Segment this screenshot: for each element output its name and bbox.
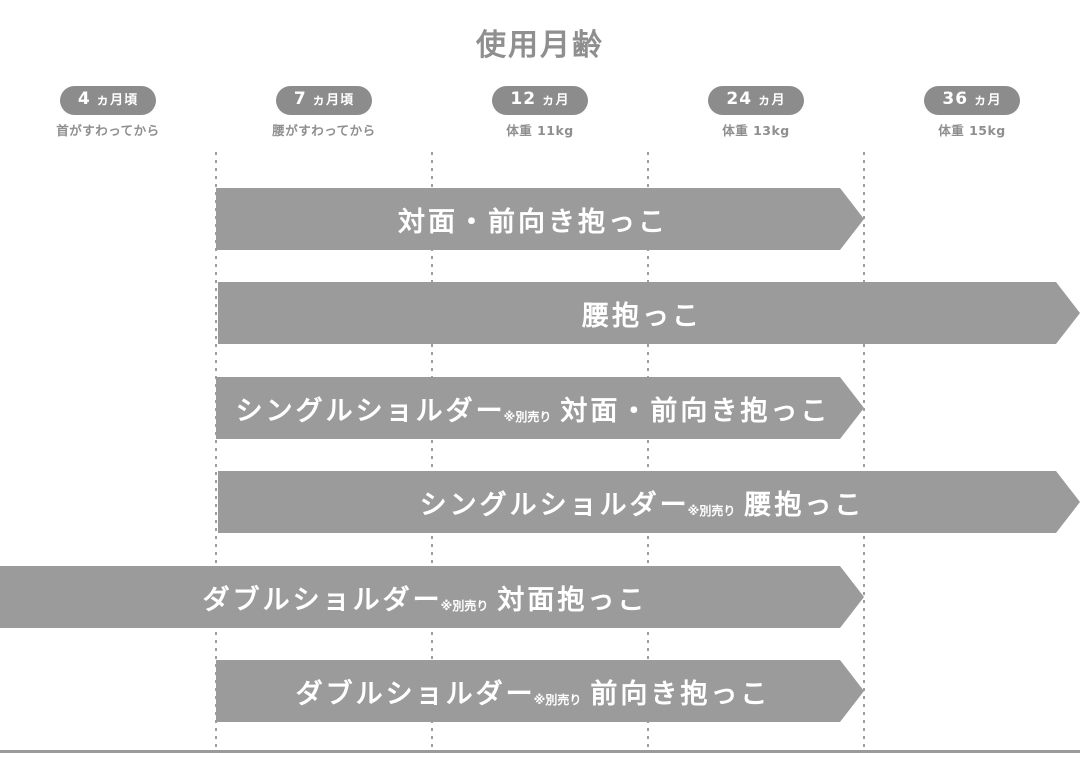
page-title: 使用月齢 [476, 28, 604, 63]
bar-label-tail: 前向き抱っこ [590, 678, 771, 710]
axis-tick-unit: ヵ月 [752, 93, 786, 108]
gridline-1 [215, 152, 217, 750]
bar-label-main: ダブルショルダー [295, 678, 536, 710]
axis-tick-3: 12 ヵ月体重 11kg [440, 86, 640, 139]
bar-label-note: ※別売り [440, 598, 489, 613]
bar-shape [218, 282, 1080, 344]
axis-tick-5: 36 ヵ月体重 15kg [872, 86, 1072, 139]
bar-label-main: シングルショルダー [235, 395, 506, 427]
axis-tick-value: 4 [77, 89, 91, 109]
axis-tick-sublabel: 首がすわってから [56, 123, 160, 139]
bar-row: ダブルショルダー※別売り対面抱っこ [0, 566, 864, 628]
axis-tick-2: 7 ヵ月頃腰がすわってから [224, 86, 424, 139]
bar-row: 対面・前向き抱っこ [216, 188, 864, 250]
axis-tick-value: 12 [510, 89, 537, 109]
bar-label-main: 腰抱っこ [582, 300, 702, 332]
axis-tick-value: 7 [293, 89, 307, 109]
bar-label: 対面・前向き抱っこ [398, 200, 682, 239]
axis-tick-unit: ヵ月 [968, 93, 1002, 108]
bar-label: シングルショルダー※別売り対面・前向き抱っこ [236, 389, 845, 428]
axis-tick-pill: 36 ヵ月 [924, 86, 1020, 116]
gridline-2 [431, 152, 433, 750]
axis-tick-sublabel: 体重 13kg [722, 123, 790, 139]
axis-tick-pill: 24 ヵ月 [708, 86, 804, 116]
bar-label-note: ※別売り [503, 409, 552, 424]
bar-row: シングルショルダー※別売り対面・前向き抱っこ [216, 377, 864, 439]
bar-label: シングルショルダー※別売り腰抱っこ [420, 483, 879, 522]
axis-tick-unit: ヵ月 [536, 93, 570, 108]
bar-label: ダブルショルダー※別売り前向き抱っこ [296, 672, 785, 711]
axis-tick-1: 4 ヵ月頃首がすわってから [8, 86, 208, 139]
bar-row: 腰抱っこ [218, 282, 1080, 344]
gridline-3 [647, 152, 649, 750]
axis-tick-pill: 12 ヵ月 [492, 86, 588, 116]
bar-row: ダブルショルダー※別売り前向き抱っこ [216, 660, 864, 722]
bar-shape [216, 377, 864, 439]
bar-label-main: ダブルショルダー [202, 584, 443, 616]
bar-shape [216, 188, 864, 250]
axis-tick-sublabel: 体重 11kg [506, 123, 574, 139]
bar-shape [216, 660, 864, 722]
bottom-rule [0, 750, 1080, 753]
axis-tick-sublabel: 腰がすわってから [272, 123, 376, 139]
axis-tick-unit: ヵ月頃 [90, 93, 139, 108]
axis-tick-sublabel: 体重 15kg [938, 123, 1006, 139]
bar-row: シングルショルダー※別売り腰抱っこ [218, 471, 1080, 533]
axis-tick-value: 24 [726, 89, 753, 109]
bar-label-note: ※別売り [533, 692, 582, 707]
bar-label-tail: 対面抱っこ [497, 584, 648, 616]
axis-tick-pill: 4 ヵ月頃 [59, 86, 157, 116]
bar-label: ダブルショルダー※別売り対面抱っこ [203, 578, 662, 617]
bar-label-note: ※別売り [687, 503, 736, 518]
bar-label-main: シングルショルダー [419, 489, 690, 521]
bar-label-main: 対面・前向き抱っこ [398, 206, 668, 238]
bar-label-tail: 対面・前向き抱っこ [560, 395, 831, 427]
axis-tick-pill: 7 ヵ月頃 [275, 86, 373, 116]
bar-label: 腰抱っこ [582, 294, 716, 333]
axis-tick-value: 36 [942, 89, 969, 109]
bar-shape [0, 566, 864, 628]
bar-shape [218, 471, 1080, 533]
bar-label-tail: 腰抱っこ [744, 489, 865, 521]
axis-tick-unit: ヵ月頃 [306, 93, 355, 108]
axis-header: 4 ヵ月頃首がすわってから 7 ヵ月頃腰がすわってから 12 ヵ月体重 11kg 24… [0, 86, 1080, 146]
gridline-4 [863, 152, 865, 750]
axis-tick-4: 24 ヵ月体重 13kg [656, 86, 856, 139]
